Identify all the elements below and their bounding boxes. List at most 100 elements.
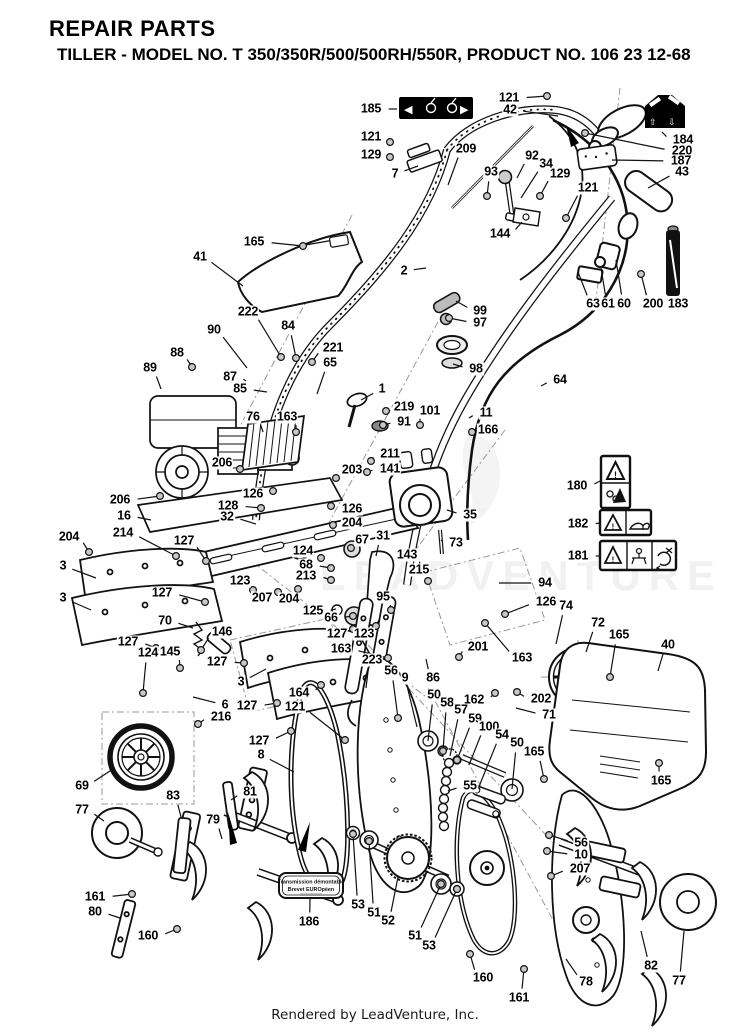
fastener-icon bbox=[292, 428, 301, 437]
fastener-icon bbox=[424, 576, 433, 585]
leader-line bbox=[375, 544, 380, 557]
callout-127: 127 bbox=[325, 626, 349, 641]
leader-line bbox=[142, 662, 147, 694]
callout-92: 92 bbox=[524, 148, 540, 163]
callout-65: 65 bbox=[322, 355, 338, 370]
callout-58: 58 bbox=[439, 695, 455, 710]
leader-line bbox=[640, 930, 648, 958]
callout-145: 145 bbox=[158, 644, 182, 659]
svg-text:!: ! bbox=[612, 523, 615, 532]
callout-52: 52 bbox=[380, 913, 396, 928]
callout-72: 72 bbox=[590, 615, 606, 630]
leader-line bbox=[192, 696, 216, 704]
callout-166: 166 bbox=[476, 422, 500, 437]
fastener-icon bbox=[240, 658, 249, 667]
callout-85: 85 bbox=[232, 381, 248, 396]
callout-164: 164 bbox=[287, 685, 311, 700]
callout-56: 56 bbox=[573, 835, 589, 850]
callout-126: 126 bbox=[241, 486, 265, 501]
callout-69: 69 bbox=[74, 778, 90, 793]
oil-bottle bbox=[666, 225, 680, 296]
leader-line bbox=[577, 271, 588, 296]
callout-88: 88 bbox=[169, 345, 185, 360]
fastener-icon bbox=[317, 680, 326, 689]
leader-line bbox=[565, 195, 579, 219]
callout-186: 186 bbox=[297, 914, 321, 929]
callout-200: 200 bbox=[641, 296, 665, 311]
fastener-icon bbox=[453, 755, 462, 764]
fastener-icon bbox=[156, 492, 165, 501]
shift-indicator-plate bbox=[576, 144, 618, 171]
fastener-icon bbox=[308, 358, 317, 367]
callout-79: 79 bbox=[205, 812, 221, 827]
callout-66: 66 bbox=[323, 610, 339, 625]
callout-129: 129 bbox=[359, 147, 383, 162]
leader-line bbox=[260, 424, 264, 433]
leader-line bbox=[218, 828, 223, 840]
callout-184: 184 bbox=[671, 132, 695, 147]
leader-line bbox=[177, 804, 182, 818]
leader-line bbox=[515, 221, 523, 230]
callout-43: 43 bbox=[674, 164, 690, 179]
fastener-icon bbox=[287, 726, 296, 735]
fastener-icon bbox=[84, 547, 93, 556]
transmission-decal: Transmission démontable Brevet EUROpéen bbox=[278, 872, 345, 899]
fastener-icon bbox=[453, 884, 462, 893]
svg-text:!: ! bbox=[614, 470, 617, 480]
leader-line bbox=[360, 392, 374, 401]
fastener-icon bbox=[535, 192, 544, 201]
fastener-icon bbox=[519, 964, 528, 973]
fastener-icon bbox=[277, 353, 286, 362]
leader-line bbox=[108, 913, 121, 919]
callout-201: 201 bbox=[466, 639, 490, 654]
callout-77: 77 bbox=[74, 802, 90, 817]
fastener-icon bbox=[329, 520, 338, 529]
leader-line bbox=[540, 382, 548, 387]
leader-line bbox=[434, 888, 458, 938]
leader-line bbox=[271, 242, 304, 247]
callout-55: 55 bbox=[462, 778, 478, 793]
callout-77: 77 bbox=[671, 973, 687, 988]
fastener-icon bbox=[128, 889, 137, 898]
callout-99: 99 bbox=[472, 303, 488, 318]
leader-line bbox=[269, 758, 295, 773]
fastener-icon bbox=[173, 924, 182, 933]
callout-87: 87 bbox=[222, 369, 238, 384]
fastener-icon bbox=[172, 551, 181, 560]
leader-line bbox=[222, 336, 248, 369]
fastener-icon bbox=[294, 584, 303, 593]
callout-206: 206 bbox=[108, 492, 132, 507]
callout-207: 207 bbox=[568, 861, 592, 876]
transmission-decal-line1: Transmission démontable bbox=[278, 880, 345, 886]
page-title: REPAIR PARTS bbox=[49, 16, 216, 41]
fastener-icon bbox=[386, 138, 395, 147]
callout-206: 206 bbox=[210, 455, 234, 470]
callout-213: 213 bbox=[294, 568, 318, 583]
fastener-icon bbox=[542, 91, 551, 100]
callout-31: 31 bbox=[375, 528, 391, 543]
callout-165: 165 bbox=[607, 627, 631, 642]
leader-line bbox=[615, 259, 623, 295]
callout-203: 203 bbox=[340, 462, 364, 477]
callout-223: 223 bbox=[360, 652, 384, 667]
callout-211: 211 bbox=[379, 446, 401, 461]
callout-97: 97 bbox=[472, 315, 488, 330]
leader-line bbox=[555, 615, 564, 645]
leader-line bbox=[179, 594, 206, 603]
leader-line bbox=[661, 131, 667, 138]
callout-6: 6 bbox=[220, 697, 230, 712]
fastener-icon bbox=[317, 553, 326, 562]
leader-line bbox=[504, 604, 530, 615]
callout-143: 143 bbox=[395, 547, 419, 562]
callout-123: 123 bbox=[228, 573, 252, 588]
lever-shift-decal: ⇧ ⇩ bbox=[645, 94, 685, 128]
callout-93: 93 bbox=[483, 164, 499, 179]
callout-10: 10 bbox=[573, 847, 589, 862]
fastener-icon bbox=[512, 687, 521, 696]
fastener-icon bbox=[481, 618, 490, 627]
leader-line bbox=[425, 658, 429, 670]
fastener-icon bbox=[544, 830, 553, 839]
callout-67: 67 bbox=[354, 532, 370, 547]
leader-line bbox=[230, 795, 238, 801]
fastener-icon bbox=[382, 407, 391, 416]
